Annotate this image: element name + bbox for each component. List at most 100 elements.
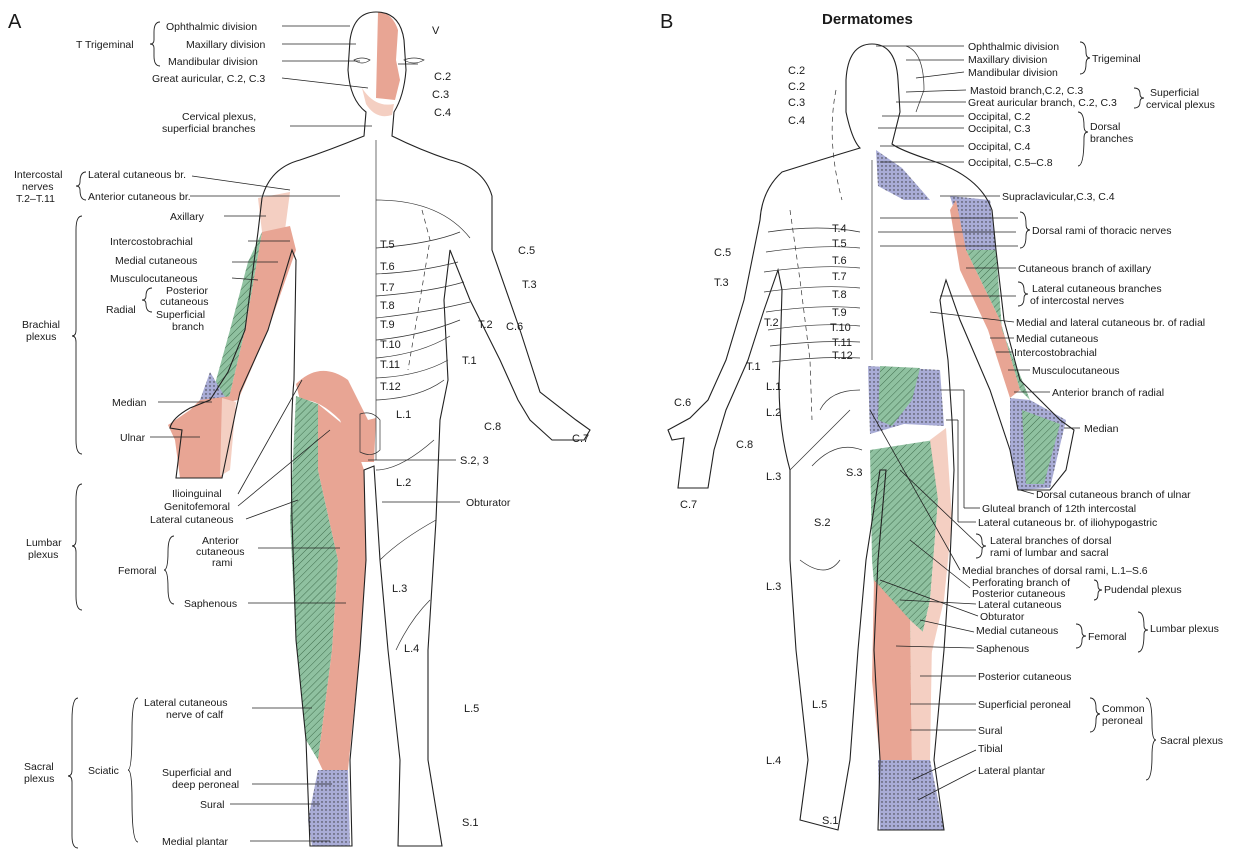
group-brachial-1: Brachial <box>22 319 60 331</box>
b-intercostobrachial: Intercostobrachial <box>1014 347 1097 359</box>
seg-c3: C.3 <box>432 89 449 101</box>
seg-t6: T.6 <box>380 261 395 273</box>
label-intercostobrachial: Intercostobrachial <box>110 236 193 248</box>
b-sup-peroneal: Superficial peroneal <box>978 699 1071 711</box>
b-seg-c7: C.7 <box>680 499 697 511</box>
b-occ-c4: Occipital, C.4 <box>968 141 1031 153</box>
label-axillary: Axillary <box>170 211 205 223</box>
b-great-auricular: Great auricular branch, C.2, C.3 <box>968 97 1117 109</box>
b-superficial-cervical-1: Superficial <box>1150 87 1199 99</box>
b-saphenous: Saphenous <box>976 643 1029 655</box>
b-seg-l4: L.4 <box>766 755 781 767</box>
b-median: Median <box>1084 423 1119 435</box>
b-seg-t4: T.4 <box>832 223 847 235</box>
label-posterior-cut-2: cutaneous <box>160 296 208 308</box>
b-gluteal-12: Gluteal branch of 12th intercostal <box>982 503 1136 515</box>
group-sciatic: Sciatic <box>88 765 119 777</box>
b-obturator: Obturator <box>980 611 1025 623</box>
label-superficial-br-2: branch <box>172 321 204 333</box>
b-pudendal: Pudendal plexus <box>1104 584 1182 596</box>
eye-left <box>404 58 424 63</box>
anterior-body <box>168 12 590 846</box>
label-cervical-plexus-2: superficial branches <box>162 123 255 135</box>
b-dorsal-branches-2: branches <box>1090 133 1133 145</box>
label-sup-deep-per-1: Superficial and <box>162 767 232 779</box>
b-occ-c58: Occipital, C.5–C.8 <box>968 157 1053 169</box>
label-anterior-cut: Anterior cutaneous br. <box>88 191 191 203</box>
b-posterior-cutaneous: Posterior cutaneous <box>978 671 1071 683</box>
seg-c6: C.6 <box>506 321 523 333</box>
calf-light-b <box>910 620 932 770</box>
b-sacral-plexus: Sacral plexus <box>1160 735 1223 747</box>
panel-a-letter: A <box>8 11 22 33</box>
panel-b-letter: B <box>660 11 673 33</box>
seg-t2: T.2 <box>478 319 493 331</box>
b-seg-c2b: C.2 <box>788 81 805 93</box>
heel-blue-b <box>878 760 944 830</box>
panel-b-labels: Ophthalmic division Maxillary division M… <box>962 41 1223 777</box>
panel-b-title: Dermatomes <box>822 11 913 28</box>
b-occ-c2: Occipital, C.2 <box>968 111 1031 123</box>
seg-c7: C.7 <box>572 433 589 445</box>
b-lat-iliohypo: Lateral cutaneous br. of iliohypogastric <box>978 517 1157 529</box>
seg-t8: T.8 <box>380 300 395 312</box>
b-seg-s3: S.3 <box>846 467 863 479</box>
b-seg-s1: S.1 <box>822 815 839 827</box>
b-seg-l3b: L.3 <box>766 581 781 593</box>
b-med-dorsal-rami: Medial branches of dorsal rami, L.1–S.6 <box>962 565 1148 577</box>
label-sup-deep-per-2: deep peroneal <box>172 779 239 791</box>
label-ulnar: Ulnar <box>120 432 146 444</box>
b-seg-t5: T.5 <box>832 238 847 250</box>
label-maxillary: Maxillary division <box>186 39 266 51</box>
dermatome-bands-a <box>360 200 470 650</box>
foot-blue-region <box>308 770 350 846</box>
b-seg-l2: L.2 <box>766 407 781 419</box>
group-intercostal-2: nerves <box>22 181 54 193</box>
group-lumbar-1: Lumbar <box>26 537 62 549</box>
seg-l4: L.4 <box>404 643 419 655</box>
label-medial-plantar: Medial plantar <box>162 836 228 848</box>
seg-c8: C.8 <box>484 421 501 433</box>
seg-c4: C.4 <box>434 107 451 119</box>
label-genitofemoral: Genitofemoral <box>164 501 230 513</box>
seg-t10: T.10 <box>380 339 401 351</box>
label-mandibular: Mandibular division <box>168 56 258 68</box>
seg-s1: S.1 <box>462 817 479 829</box>
seg-t7: T.7 <box>380 282 395 294</box>
group-brachial-2: plexus <box>26 331 56 343</box>
b-seg-t1: T.1 <box>746 361 761 373</box>
label-lat-cut-calf-1: Lateral cutaneous <box>144 697 227 709</box>
b-seg-l5: L.5 <box>812 699 827 711</box>
seg-c5: C.5 <box>518 245 535 257</box>
label-sural: Sural <box>200 799 225 811</box>
b-femoral: Femoral <box>1088 631 1127 643</box>
b-superficial-cervical-2: cervical plexus <box>1146 99 1215 111</box>
b-seg-s2: S.2 <box>814 517 831 529</box>
b-ant-radial: Anterior branch of radial <box>1052 387 1164 399</box>
label-saphenous: Saphenous <box>184 598 237 610</box>
b-seg-l1: L.1 <box>766 381 781 393</box>
label-obturator: Obturator <box>466 497 511 509</box>
b-seg-t11: T.11 <box>832 337 852 349</box>
b-seg-c6: C.6 <box>674 397 691 409</box>
b-sural: Sural <box>978 725 1003 737</box>
seg-l5: L.5 <box>464 703 479 715</box>
b-seg-t12: T.12 <box>832 350 853 362</box>
group-femoral: Femoral <box>118 565 157 577</box>
label-cervical-plexus-1: Cervical plexus, <box>182 111 256 123</box>
group-sacral-2: plexus <box>24 773 54 785</box>
b-seg-c4: C.4 <box>788 115 805 127</box>
group-intercostal-1: Intercostal <box>14 169 62 181</box>
b-seg-t7: T.7 <box>832 271 847 283</box>
label-great-auricular: Great auricular, C.2, C.3 <box>152 73 265 85</box>
b-common-peroneal-2: peroneal <box>1102 715 1143 727</box>
b-common-peroneal-1: Common <box>1102 703 1145 715</box>
b-lat-cut-intercostal-2: of intercostal nerves <box>1030 295 1124 307</box>
seg-l2: L.2 <box>396 477 411 489</box>
b-lateral-plantar: Lateral plantar <box>978 765 1046 777</box>
seg-l1: L.1 <box>396 409 411 421</box>
group-trigeminal: T Trigeminal <box>76 39 134 51</box>
label-s23: S.2, 3 <box>460 455 489 467</box>
b-lat-dorsal-rami-2: rami of lumbar and sacral <box>990 547 1108 559</box>
